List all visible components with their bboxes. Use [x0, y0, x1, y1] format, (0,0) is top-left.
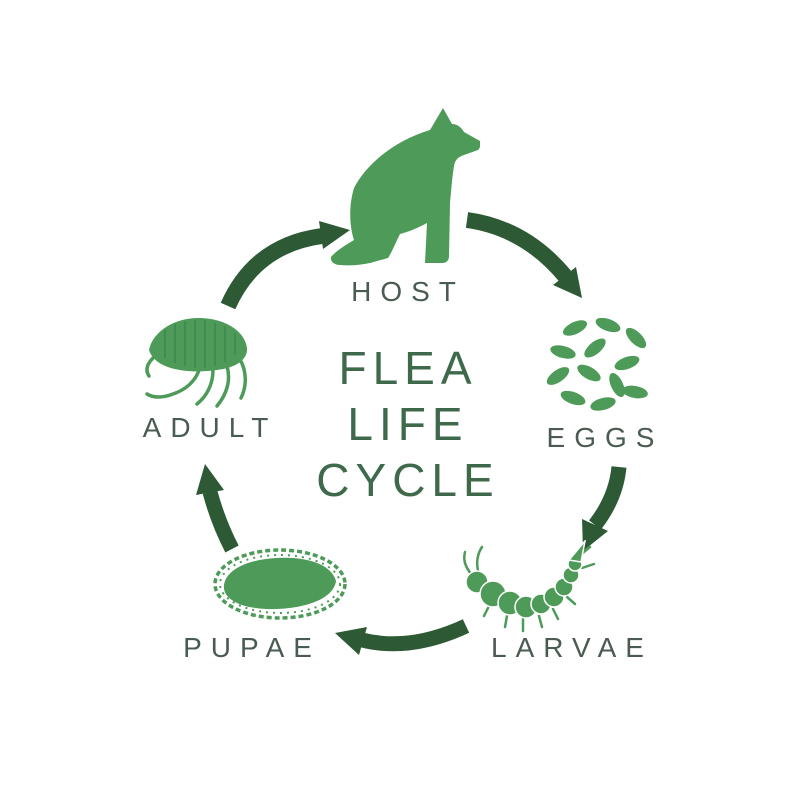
flea-icon [145, 317, 248, 408]
arrow-eggs-to-larvae [582, 466, 627, 551]
stage-label-pupae: PUPAE [183, 632, 321, 663]
stage-label-eggs: EGGS [546, 422, 664, 453]
arrow-host-to-eggs [465, 212, 582, 298]
larva-icon [463, 540, 596, 633]
title-line-2: LIFE [347, 398, 469, 450]
eggs-icon [546, 318, 648, 411]
cocoon-icon [213, 548, 347, 620]
stage-label-host: HOST [351, 276, 465, 307]
arrow-pupae-to-adult [196, 464, 239, 553]
stage-label-adult: ADULT [142, 412, 278, 443]
arrow-adult-to-host [220, 221, 350, 310]
title-line-1: FLEA [338, 342, 478, 394]
diagram-title: FLEA LIFE CYCLE [316, 340, 499, 508]
dog-icon [330, 108, 480, 266]
title-line-3: CYCLE [316, 454, 500, 506]
arrow-larvae-to-pupae [335, 619, 470, 655]
stage-label-larvae: LARVAE [491, 632, 653, 663]
